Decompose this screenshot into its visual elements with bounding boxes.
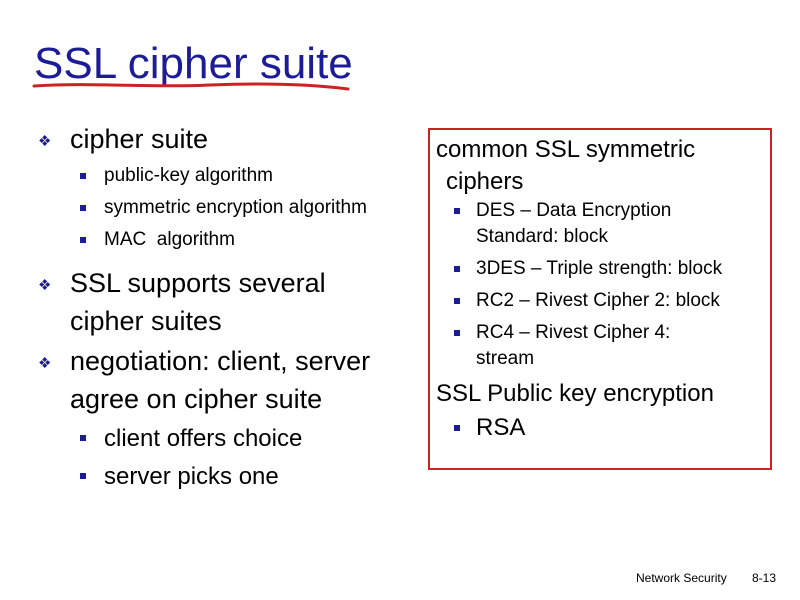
sub-list-item-text: MAC algorithm (104, 229, 235, 250)
list-item: RC2 – Rivest Cipher 2: block (436, 288, 772, 314)
square-bullet-icon (80, 473, 86, 479)
heading-line2: ciphers (446, 168, 524, 195)
list-item-text-line2: agree on cipher suite (70, 384, 323, 414)
list-item-text: RSA (476, 414, 526, 441)
list-item: RC4 – Rivest Cipher 4: stream (436, 320, 772, 372)
list-item-text-line1: SSL supports several (70, 268, 326, 298)
list-item-text: cipher suite (70, 124, 209, 154)
list-item: ❖ negotiation: client, server agree on c… (36, 342, 426, 418)
symmetric-ciphers-heading: common SSL symmetric ciphers (436, 134, 772, 198)
left-bullet-list: ❖ cipher suite public-key algorithm symm… (36, 120, 426, 496)
sub-list-item-text: client offers choice (104, 425, 303, 452)
square-bullet-icon (454, 298, 460, 304)
list-item: ❖ SSL supports several cipher suites (36, 264, 426, 340)
sub-list-item: symmetric encryption algorithm (36, 192, 426, 224)
square-bullet-icon (80, 173, 86, 179)
list-item-text-line2: stream (476, 348, 535, 369)
square-bullet-icon (80, 237, 86, 243)
square-bullet-icon (80, 205, 86, 211)
square-bullet-icon (454, 266, 460, 272)
title-underline (32, 82, 350, 91)
list-item-text: 3DES – Triple strength: block (476, 258, 723, 279)
sub-list-item: client offers choice (36, 420, 426, 458)
diamond-bullet-icon: ❖ (38, 133, 52, 150)
square-bullet-icon (454, 330, 460, 336)
public-key-heading: SSL Public key encryption (436, 380, 714, 407)
sub-list-item-text: server picks one (104, 463, 279, 490)
list-item: ❖ cipher suite (36, 120, 426, 158)
sub-list-item-text: public-key algorithm (104, 165, 273, 186)
list-item-text: RC2 – Rivest Cipher 2: block (476, 290, 720, 311)
list-item-text-line1: negotiation: client, server (70, 346, 371, 376)
square-bullet-icon (454, 425, 460, 431)
sub-list-item-text: symmetric encryption algorithm (104, 197, 367, 218)
list-item-text-line2: cipher suites (70, 306, 222, 336)
page-title: SSL cipher suite (34, 39, 353, 88)
list-item-text-line2: Standard: block (476, 226, 609, 247)
list-item-text-line1: DES – Data Encryption (476, 200, 672, 221)
diamond-bullet-icon: ❖ (38, 355, 52, 372)
list-item: 3DES – Triple strength: block (436, 256, 772, 282)
footer-label: Network Security (636, 571, 727, 585)
cipher-info-box: common SSL symmetric ciphers DES – Data … (428, 128, 772, 470)
list-item-text-line1: RC4 – Rivest Cipher 4: (476, 322, 671, 343)
sub-list-item: MAC algorithm (36, 224, 426, 256)
diamond-bullet-icon: ❖ (38, 277, 52, 294)
sub-list-item: public-key algorithm (36, 160, 426, 192)
square-bullet-icon (454, 208, 460, 214)
sub-list-item: server picks one (36, 458, 426, 496)
square-bullet-icon (80, 435, 86, 441)
list-item: RSA (436, 412, 772, 444)
heading-line1: common SSL symmetric (436, 136, 696, 163)
page-number: 8-13 (752, 571, 777, 585)
list-item: DES – Data Encryption Standard: block (436, 198, 772, 250)
